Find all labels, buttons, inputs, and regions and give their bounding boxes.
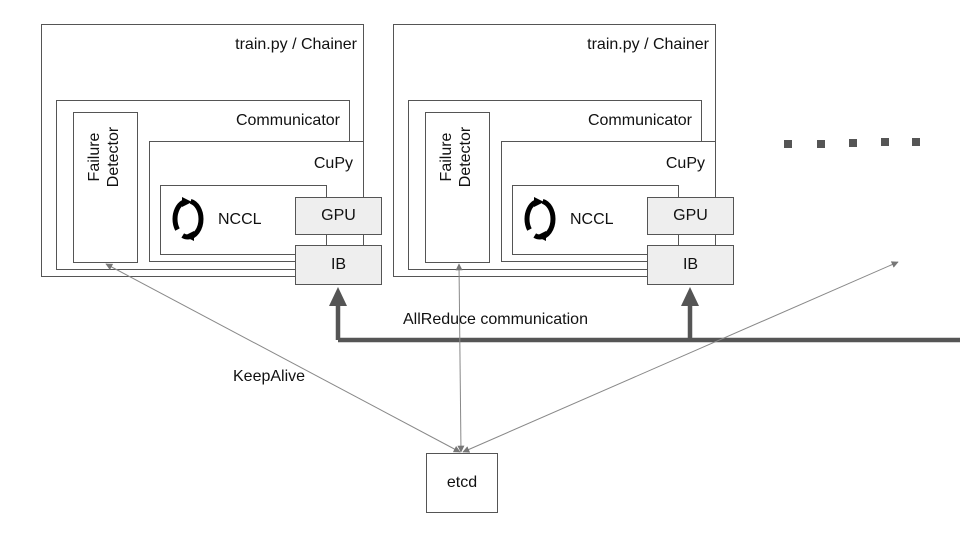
node-1-gpu-label: GPU	[321, 207, 356, 224]
node-1-cupy-label: CuPy	[313, 155, 353, 172]
allreduce-arrowhead-node-1	[329, 287, 347, 306]
node-1-app-label: train.py / Chainer	[235, 36, 357, 53]
node-2-app-label: train.py / Chainer	[587, 36, 709, 53]
node-2-communicator-label: Communicator	[587, 112, 692, 129]
node-2-gpu-label: GPU	[673, 207, 708, 224]
node-2-cupy-label: CuPy	[665, 155, 705, 172]
keepalive-arrow-node-n	[462, 261, 899, 453]
more-nodes-dots	[784, 138, 920, 148]
keepalive-label: KeepAlive	[233, 368, 306, 385]
keepalive-arrow-node-2	[455, 263, 465, 453]
etcd-label: etcd	[446, 474, 478, 491]
node-1-communicator-label: Communicator	[235, 112, 340, 129]
node-2-failure-detector-box	[425, 112, 490, 263]
allreduce-label: AllReduce communication	[403, 311, 588, 328]
node-1-nccl-label: NCCL	[218, 211, 262, 228]
node-2-gpu-box: GPU	[647, 197, 734, 235]
node-1-gpu-box: GPU	[295, 197, 382, 235]
allreduce-arrowhead-node-2	[681, 287, 699, 306]
etcd-box: etcd	[426, 453, 498, 513]
node-2-nccl-label: NCCL	[570, 211, 614, 228]
node-1-failure-detector-box	[73, 112, 138, 263]
keepalive-arrow-node-1	[105, 263, 461, 453]
